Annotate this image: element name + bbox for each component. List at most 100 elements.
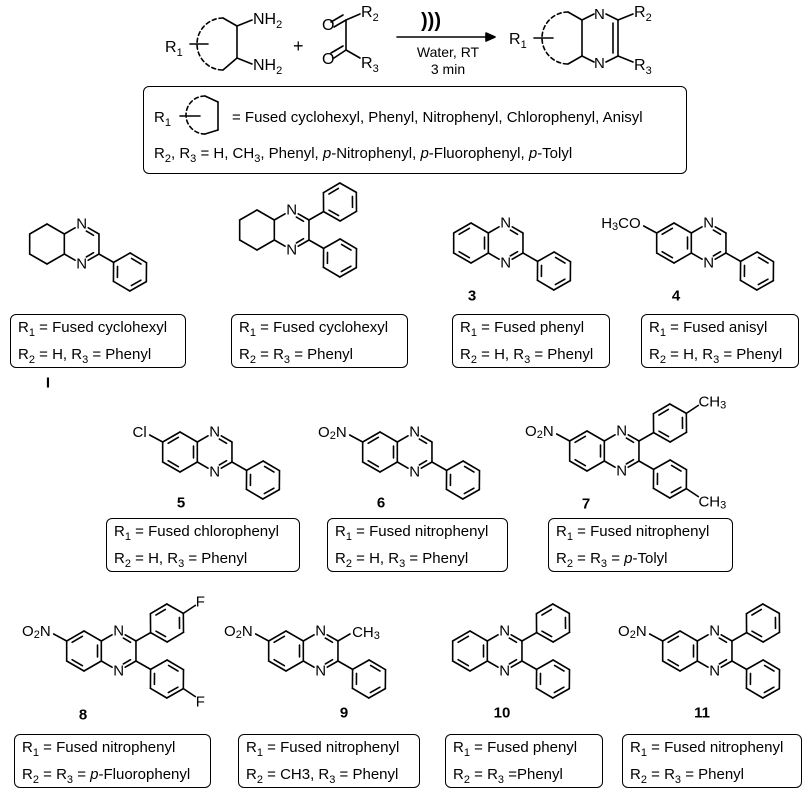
compound-number-label: 8 xyxy=(79,707,87,724)
nitrogen-atom-label: N xyxy=(76,256,87,273)
compound-number-label: I xyxy=(46,375,50,392)
reaction-arrow: ))) xyxy=(396,10,496,42)
dione-reactant: O O R2 R3 xyxy=(322,4,379,75)
compound-I-structure: N N I xyxy=(28,216,148,392)
compound-10-caption: R1 = Fused phenyl R2 = R3 =Phenyl xyxy=(445,734,603,788)
caption-line-2: R2 = R3 = Phenyl xyxy=(239,346,354,366)
ring-substituent-label: O2N xyxy=(618,623,647,642)
caption-line-2: R2 = R3 = p-Fluorophenyl xyxy=(22,766,191,786)
caption-line-1: R1 = Fused nitrophenyl xyxy=(335,523,489,543)
diamine-reactant: R1 NH2 NH2 xyxy=(165,11,282,77)
compound-I-caption: R1 = Fused cyclohexyl R2 = H, R3 = Phenyl xyxy=(10,314,186,368)
compound-3-caption: R1 = Fused phenyl R2 = H, R3 = Phenyl xyxy=(452,314,610,368)
caption-line-1: R1 = Fused nitrophenyl xyxy=(246,739,400,759)
compound-5-structure: N N Cl 5 xyxy=(133,424,281,512)
nitrogen-atom-label: N xyxy=(703,255,714,272)
caption-line-2: R2 = H, R3 = Phenyl xyxy=(460,346,594,366)
nitrogen-atom-label: N xyxy=(209,464,220,481)
definition-line-1: R1 xyxy=(154,109,171,129)
caption-line-2: R2 = H, R3 = Phenyl xyxy=(18,346,152,366)
compound-number-label: 6 xyxy=(377,495,385,512)
caption-line-1: R1 = Fused phenyl xyxy=(453,739,578,759)
nitrogen-atom-label: N xyxy=(315,623,326,640)
svg-text:N: N xyxy=(594,6,605,23)
ring-substituent-label: Cl xyxy=(133,424,147,441)
compound-8-caption: R1 = Fused nitrophenyl R2 = R3 = p-Fluoro… xyxy=(14,734,211,788)
svg-text:O: O xyxy=(322,17,334,34)
nitrogen-atom-label: N xyxy=(500,215,511,232)
caption-line-1: R1 = Fused cyclohexyl xyxy=(18,319,168,339)
compound-6-structure: N N O2N 6 xyxy=(318,424,481,512)
svg-text:R3: R3 xyxy=(361,55,379,75)
compound-number-label: 11 xyxy=(694,705,710,722)
compound-number-label: 9 xyxy=(340,705,348,722)
compound-10-structure: N N 10 xyxy=(451,603,571,722)
compound-number-label: 5 xyxy=(177,495,185,512)
r1-ring-symbol xyxy=(179,95,219,135)
conditions: Water, RT 3 min xyxy=(400,44,496,78)
caption-line-1: R1 = Fused nitrophenyl xyxy=(22,739,176,759)
nitrogen-atom-label: N xyxy=(113,663,124,680)
para-substituent-label: F xyxy=(196,593,205,610)
compound-5-caption: R1 = Fused chlorophenyl R2 = H, R3 = Phen… xyxy=(106,518,300,572)
ring-substituent-label: H3CO xyxy=(601,215,640,234)
para-substituent-label: CH3 xyxy=(698,493,726,512)
nh2-bottom: NH2 xyxy=(253,57,282,77)
compound-11-structure: N N O2N 11 xyxy=(618,603,781,722)
compound-number-label: 7 xyxy=(582,496,590,513)
nitrogen-atom-label: N xyxy=(709,663,720,680)
caption-line-1: R1 = Fused phenyl xyxy=(460,319,585,339)
compound-3-structure: NN3 xyxy=(452,215,572,305)
nitrogen-atom-label: N xyxy=(616,463,627,480)
compound-6-caption: R1 = Fused nitrophenyl R2 = H, R3 = Pheny… xyxy=(327,518,508,572)
definition-line-2: R2, R3 = H, CH3, Phenyl, p-Nitrophenyl, … xyxy=(154,145,573,165)
ring-substituent-label: O2N xyxy=(224,623,253,642)
para-substituent-label: CH3 xyxy=(698,393,726,412)
ultrasound-symbol: ))) xyxy=(421,10,441,32)
svg-text:R2: R2 xyxy=(361,4,379,24)
svg-text:R3: R3 xyxy=(634,57,652,77)
para-substituent-label: F xyxy=(196,693,205,710)
caption-line-2: R2 = R3 = p-Tolyl xyxy=(556,550,668,570)
r1-label: R1 xyxy=(165,39,183,59)
caption-line-2: R2 = R3 =Phenyl xyxy=(453,766,563,786)
nitrogen-atom-label: N xyxy=(500,255,511,272)
nitrogen-atom-label: N xyxy=(499,663,510,680)
caption-line-2: R2 = H, R3 = Phenyl xyxy=(114,550,248,570)
condition-line-1: Water, RT xyxy=(416,44,480,60)
nitrogen-atom-label: N xyxy=(76,216,87,233)
nitrogen-atom-label: N xyxy=(409,464,420,481)
nitrogen-atom-label: N xyxy=(286,202,297,219)
caption-line-2: R2 = H, R3 = Phenyl xyxy=(335,550,469,570)
nitrogen-atom-label: N xyxy=(703,215,714,232)
nitrogen-atom-label: N xyxy=(286,242,297,259)
definition-line-1-text: = Fused cyclohexyl, Phenyl, Nitrophenyl,… xyxy=(232,109,643,126)
ring-substituent-label: O2N xyxy=(318,424,347,443)
caption-line-2: R2 = H, R3 = Phenyl xyxy=(649,346,783,366)
nh2-top: NH2 xyxy=(253,11,282,31)
svg-text:R2: R2 xyxy=(634,4,652,24)
nitrogen-atom-label: N xyxy=(709,623,720,640)
nitrogen-atom-label: N xyxy=(315,663,326,680)
definitions-box: R1 = Fused cyclohexyl, Phenyl, Nitrophen… xyxy=(143,86,687,174)
plus-sign: + xyxy=(293,36,304,56)
svg-text:R1: R1 xyxy=(509,31,527,51)
nitrogen-atom-label: N xyxy=(209,424,220,441)
caption-line-1: R1 = Fused chlorophenyl xyxy=(114,523,279,543)
caption-line-1: R1 = Fused nitrophenyl xyxy=(556,523,710,543)
nitrogen-atom-label: N xyxy=(499,623,510,640)
compound-structures: NNINN2NN3NNH3CO4NNCl5NNO2N6NNCH3CH3O2N7N… xyxy=(22,182,781,724)
nitrogen-atom-label: N xyxy=(409,424,420,441)
caption-line-2: R2 = R3 = Phenyl xyxy=(630,766,745,786)
svg-text:N: N xyxy=(594,55,605,72)
compound-number-label: 10 xyxy=(494,705,511,722)
